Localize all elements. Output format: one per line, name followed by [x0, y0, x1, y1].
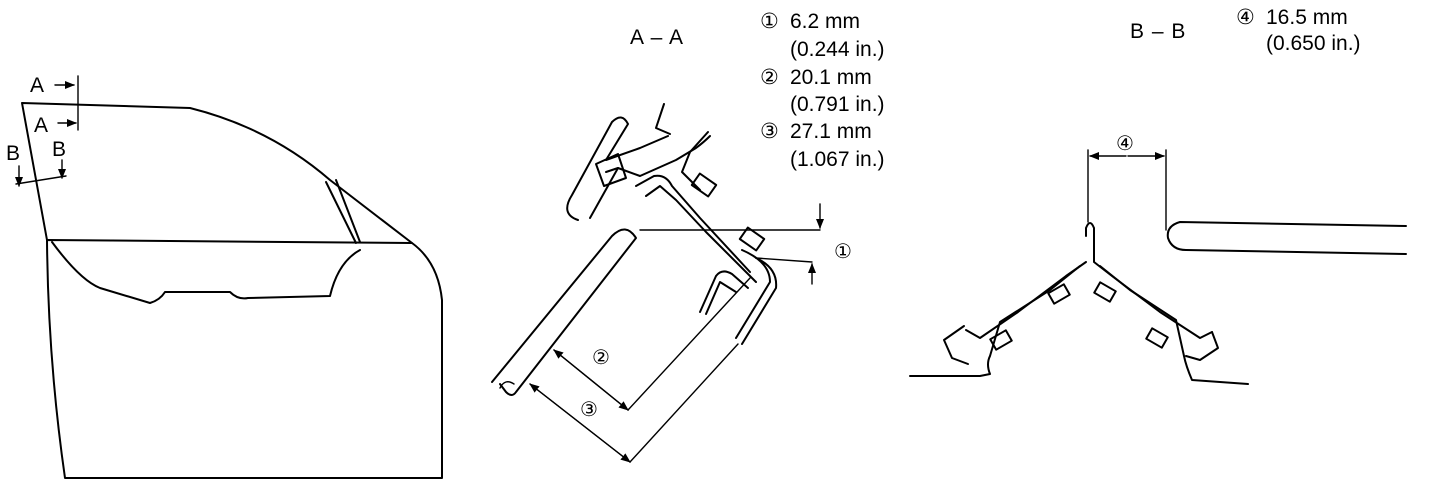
dim-3-line-reverse	[529, 383, 631, 463]
door-panel-outline	[46, 239, 443, 479]
spec-3-mm: 27.1 mm	[790, 120, 872, 143]
door-overview: A A B B	[6, 74, 443, 479]
callout-4: ④	[1116, 133, 1134, 155]
spec-4-marker: ④	[1236, 6, 1255, 29]
window-channel	[325, 179, 361, 244]
spec-3-marker: ③	[760, 120, 779, 143]
spec-1-marker: ①	[760, 10, 779, 33]
molding-clip	[635, 174, 757, 283]
section-b-b: B – B ④ 16.5 mm (0.650 in.) ④	[909, 6, 1407, 385]
clip-block-lower	[738, 226, 766, 252]
weatherstrip-profile	[566, 116, 711, 221]
cut-marker-b-left: B	[6, 142, 20, 165]
door-outer-skin	[735, 249, 778, 345]
clip-block-left	[989, 329, 1013, 351]
section-b-title: B – B	[1130, 20, 1186, 43]
cut-marker-b-right: B	[52, 138, 66, 161]
section-a-spec-list: ① 6.2 mm (0.244 in.) ② 20.1 mm (0.791 in…	[760, 10, 885, 171]
pillar-left-hook	[943, 325, 969, 365]
spec-2-marker: ②	[760, 66, 779, 89]
clip-block-left-upper	[1047, 283, 1071, 305]
spec-4-mm: 16.5 mm	[1266, 6, 1348, 29]
spec-2-inch: (0.791 in.)	[790, 93, 885, 116]
dim-1-extension-bottom	[755, 257, 813, 263]
dim-2-extension	[627, 277, 751, 411]
window-glass	[491, 228, 637, 396]
window-frame	[21, 102, 413, 244]
clip-block-right-upper	[1093, 281, 1117, 303]
section-b-spec-list: ④ 16.5 mm (0.650 in.)	[1236, 6, 1361, 55]
cut-b-line	[15, 175, 67, 185]
spec-3-inch: (1.067 in.)	[790, 148, 885, 171]
molding-channel	[595, 153, 627, 187]
clip-block-right	[1145, 327, 1169, 349]
clip-block-upper	[690, 172, 718, 198]
dim-3-extension	[629, 343, 739, 463]
spec-1-inch: (0.244 in.)	[790, 38, 885, 61]
inner-stiffener	[699, 270, 749, 315]
inner-panel-flange	[655, 103, 709, 191]
spec-2-mm: 20.1 mm	[790, 66, 872, 89]
dim-2-line-reverse	[553, 349, 629, 411]
cut-marker-a-bottom: A	[34, 114, 48, 137]
glass-edge-horizontal	[1166, 221, 1407, 255]
spec-1-mm: 6.2 mm	[790, 10, 860, 33]
door-trim-line	[51, 241, 361, 304]
callout-3: ③	[580, 399, 598, 421]
pillar-right-hook	[1185, 331, 1219, 361]
callout-2: ②	[592, 347, 610, 369]
cut-marker-a-top: A	[30, 74, 44, 97]
callout-1: ①	[834, 241, 852, 263]
pillar-molding-inner	[909, 265, 1249, 385]
section-a-title: A – A	[630, 26, 684, 49]
spec-4-inch: (0.650 in.)	[1266, 32, 1361, 55]
glass-edge	[499, 381, 515, 389]
section-a-a: A – A ① 6.2 mm (0.244 in.) ② 20.1 mm (0.…	[491, 10, 885, 463]
